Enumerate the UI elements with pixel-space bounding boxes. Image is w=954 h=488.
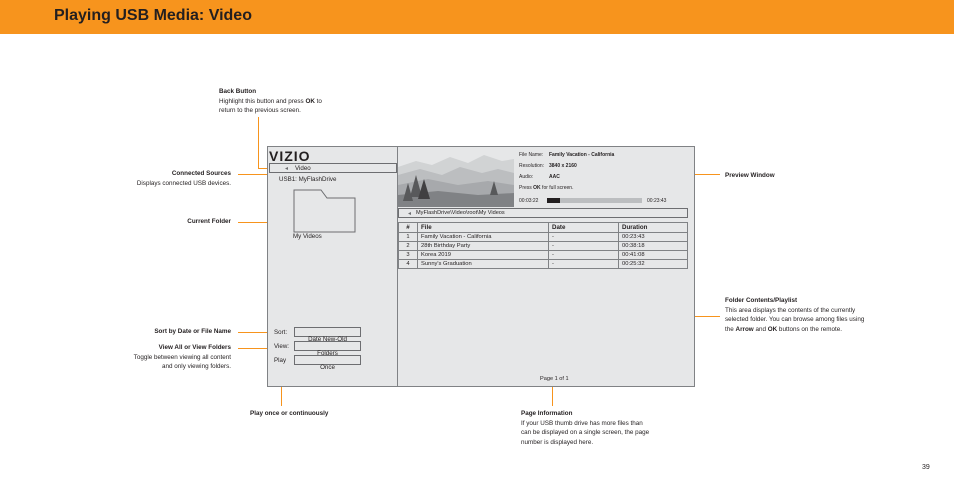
callout-heading: Back Button xyxy=(219,88,257,95)
callout-sort: Sort by Date or File Name xyxy=(154,328,231,335)
tv-left-pane xyxy=(267,146,398,387)
callout-folder-contents: Folder Contents/Playlist This area displ… xyxy=(725,297,865,333)
folder-label: My Videos xyxy=(293,233,322,240)
play-label: Play xyxy=(274,357,287,364)
page-number: 39 xyxy=(922,464,930,471)
callout-view: View All or View Folders Toggle between … xyxy=(133,344,231,370)
leader-line xyxy=(238,348,270,349)
leader-line xyxy=(238,222,286,223)
header-bar xyxy=(0,0,954,34)
col-header: Date xyxy=(548,222,619,233)
preview-image xyxy=(398,147,514,207)
sort-label: Sort: xyxy=(274,329,288,336)
callout-connected-sources: Connected Sources Displays connected USB… xyxy=(136,170,231,187)
leader-line xyxy=(258,117,259,168)
file-info: File Name:Family Vacation - California R… xyxy=(519,152,615,191)
col-header: File xyxy=(417,222,549,233)
callout-play: Play once or continuously xyxy=(250,410,329,417)
leader-line xyxy=(238,174,273,175)
page-title: Playing USB Media: Video xyxy=(54,7,252,24)
view-select[interactable]: Folders xyxy=(294,341,361,357)
page-info: Page 1 of 1 xyxy=(540,376,569,382)
callout-current-folder: Current Folder xyxy=(187,218,231,225)
callout-page-information: Page Information If your USB thumb drive… xyxy=(521,410,650,446)
view-label: View: xyxy=(274,343,290,350)
col-header: Duration xyxy=(618,222,688,233)
table-row[interactable]: 2 28th Birthday Party - 00:38:18 xyxy=(398,241,688,251)
play-select[interactable]: Once xyxy=(294,355,361,371)
leader-line xyxy=(238,332,270,333)
file-table: # File Date Duration 1 Family Vacation -… xyxy=(398,222,688,269)
callout-back-button: Back Button Highlight this button and pr… xyxy=(219,87,379,116)
sort-select[interactable]: Date New-Old xyxy=(294,327,361,343)
table-row[interactable]: 4 Sunny's Graduation - 00:25:32 xyxy=(398,259,688,269)
folder-icon[interactable] xyxy=(293,189,357,238)
table-row[interactable]: 1 Family Vacation - California - 00:23:4… xyxy=(398,232,688,242)
col-header: # xyxy=(398,222,418,233)
progress-bar[interactable] xyxy=(547,198,642,203)
back-button-label: Video xyxy=(295,165,311,172)
table-header-row: # File Date Duration xyxy=(398,222,688,233)
resolution-value: 3840 x 2160 xyxy=(549,163,577,169)
time-elapsed: 00:03:22 xyxy=(519,198,539,204)
path-back-icon[interactable]: ◂ xyxy=(408,210,412,217)
back-icon: ◂ xyxy=(285,165,289,172)
audio-value: AAC xyxy=(549,174,560,180)
file-name-value: Family Vacation - California xyxy=(549,152,615,158)
leader-line xyxy=(281,368,282,406)
progress-fill xyxy=(547,198,561,203)
table-row[interactable]: 3 Korea 2019 - 00:41:08 xyxy=(398,250,688,260)
back-button[interactable]: ◂ Video xyxy=(269,163,397,173)
leader-line xyxy=(258,168,271,169)
path-bar: ◂ MyFlashDrive\Video\root\My Videos xyxy=(398,208,688,218)
connected-source[interactable]: USB1: MyFlashDrive xyxy=(279,176,337,183)
leader-line xyxy=(552,384,553,406)
path-text: MyFlashDrive\Video\root\My Videos xyxy=(416,210,505,216)
callout-preview-window: Preview Window xyxy=(725,172,775,179)
vizio-logo: VIZIO xyxy=(269,148,311,164)
time-total: 00:23:43 xyxy=(647,198,667,204)
